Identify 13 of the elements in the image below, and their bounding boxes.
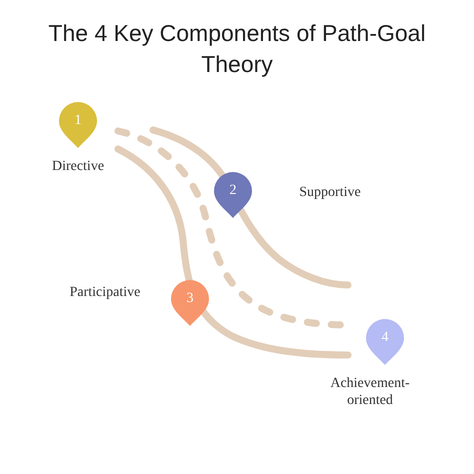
pin-number: 4 xyxy=(380,329,390,347)
pin-number: 2 xyxy=(228,182,238,200)
map-pin xyxy=(366,319,404,365)
pin-label: Participative xyxy=(68,284,142,301)
map-pin xyxy=(59,102,97,148)
pin-label: Supportive xyxy=(298,184,362,201)
pin-label: Achievement-oriented xyxy=(329,375,411,409)
pin-number: 3 xyxy=(186,290,194,308)
title: The 4 Key Components of Path-Goal Theory xyxy=(47,19,427,79)
pin-label: Directive xyxy=(50,158,106,175)
map-pin xyxy=(171,280,209,326)
map-pin xyxy=(214,172,252,218)
pin-number: 1 xyxy=(74,112,82,130)
